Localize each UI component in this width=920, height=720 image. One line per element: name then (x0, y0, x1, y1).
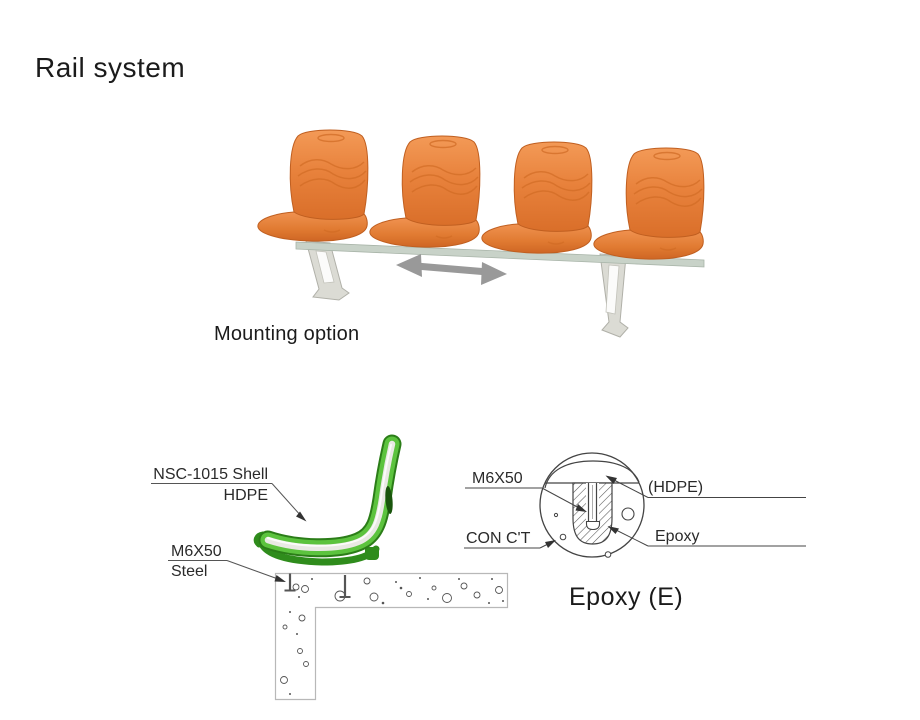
aggregate-dots (289, 577, 504, 695)
leader-line (610, 478, 806, 498)
concrete-section (274, 572, 509, 701)
arrowhead (545, 540, 556, 548)
anchor-bolt (284, 573, 351, 598)
hdpe-cap (544, 460, 640, 489)
page-title: Rail system (35, 52, 186, 83)
bench-leg-right (599, 253, 629, 338)
bolt-label-group: M6X50 Steel (168, 543, 286, 582)
aggregate-circle (621, 507, 635, 521)
detail-shell-label: (HDPE) (648, 479, 703, 496)
leader-line (151, 483, 303, 518)
shell-material-label: HDPE (224, 487, 268, 504)
leader-line (465, 487, 582, 510)
aggregate-circle (604, 551, 612, 558)
seat (257, 129, 369, 242)
detail-concrete-label: CON C'T (466, 530, 531, 547)
arrowhead (607, 526, 619, 534)
detail-bolt-label: M6X50 (472, 470, 523, 487)
arrowhead (296, 511, 307, 522)
shell-section-diagram: NSC-1015 Shell HDPE M6X50 Steel (151, 434, 509, 701)
mounting-option-label: Mounting option (214, 323, 360, 345)
slide-arrow-icon (396, 254, 507, 285)
detail-shell-label-group: (HDPE) (605, 475, 806, 498)
detail-epoxy-label-group: Epoxy (607, 526, 806, 547)
leader-line (168, 560, 279, 580)
seat (369, 135, 481, 248)
bench-rail (295, 241, 705, 268)
aggregate-circle (553, 512, 559, 518)
seat (593, 147, 705, 260)
shell-label-group: NSC-1015 Shell HDPE (151, 466, 307, 522)
leader-line (612, 528, 806, 547)
shell-profile (253, 434, 402, 566)
detail-concrete-label-group: CON C'T (464, 530, 556, 549)
shell-name-label: NSC-1015 Shell (153, 466, 268, 483)
aggregate-circle (559, 533, 567, 541)
seat (481, 141, 593, 254)
bolt-material-label: Steel (171, 563, 207, 580)
detail-bolt-label-group: M6X50 (465, 470, 587, 512)
arrowhead (274, 575, 286, 582)
bench-illustration (257, 129, 705, 338)
bolt-size-label: M6X50 (171, 543, 222, 560)
epoxy-detail-diagram: M6X50 (HDPE) CON C'T (464, 452, 806, 558)
aggregate-speckles (280, 577, 503, 684)
epoxy-caption: Epoxy (E) (569, 583, 684, 611)
arrowhead (575, 504, 587, 512)
detail-epoxy-label: Epoxy (655, 528, 699, 545)
arrowhead (605, 475, 617, 484)
anchor-bolt-detail (585, 483, 601, 531)
